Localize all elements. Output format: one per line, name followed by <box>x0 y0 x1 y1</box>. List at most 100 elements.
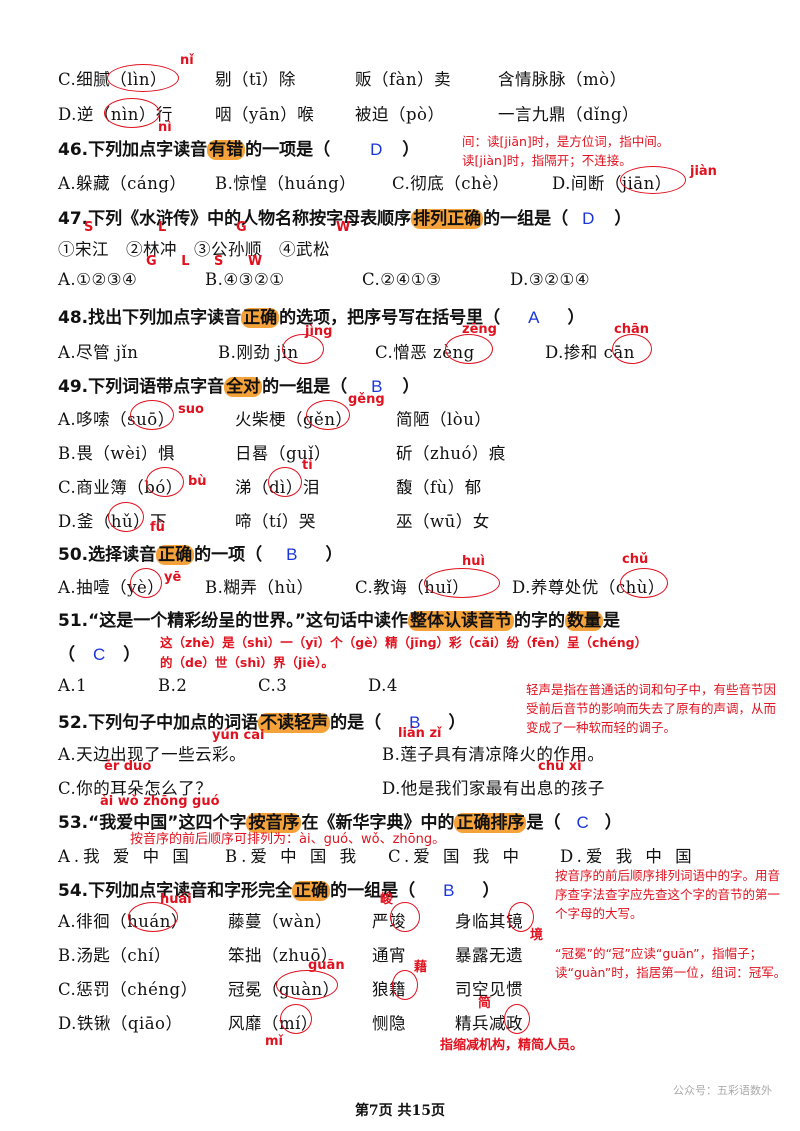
circle-mark <box>128 902 178 932</box>
q48-option-b: B.刚劲 jìn <box>218 343 299 362</box>
q54-row-a-4: 身临其镜 <box>455 912 523 931</box>
circle-mark <box>424 568 500 598</box>
note-ni: nǐ <box>180 53 194 68</box>
q54-row-b-4: 暴露无遗 <box>455 946 523 965</box>
q54-row-d-1: D.铁锹（qiāo） <box>58 1014 183 1033</box>
q53-pinyin: ài wǒ zhōng guó <box>100 794 220 809</box>
q54-row-b-3: 通宵 <box>372 946 406 965</box>
q46-note2: 读[jiàn]时，指隔开；不连接。 <box>462 153 632 168</box>
q53-note: 按音序的前后顺序可排列为：ài、guó、wǒ、zhōng。 <box>130 832 446 847</box>
q48-note-zeng: zēng <box>462 322 497 337</box>
q47-option-d: D.③②①④ <box>510 270 591 289</box>
q52-note-chuxi: chū xi <box>538 759 582 774</box>
q49-row-a-3: 简陋（lòu） <box>396 410 492 429</box>
circle-mark <box>390 902 420 932</box>
q52-note-erduo: ěr duo <box>104 759 152 774</box>
q49-note-geng: gěng <box>348 392 385 407</box>
q47-option-a: A.①②③④ <box>58 270 138 289</box>
q51-answer-line: （C） <box>58 645 141 665</box>
circle-mark <box>104 98 160 128</box>
circle-mark <box>620 166 686 194</box>
q54-note-jian: 简 <box>478 996 492 1011</box>
q52-option-d: D.他是我们家最有出息的孩子 <box>382 779 605 798</box>
q52-title: 52.下列句子中加点的词语不读轻声的是（B） <box>58 713 466 733</box>
q49-row-b-2: 日晷（guǐ） <box>235 444 331 463</box>
q50-note-hui: huì <box>462 554 485 569</box>
circle-mark <box>445 334 493 364</box>
line-d-item4: 一言九鼎（dǐng） <box>498 105 640 124</box>
circle-mark <box>280 1004 312 1034</box>
q51-note2: 的（de）世（shì）界（jiè）。 <box>160 655 334 670</box>
line-d-item3: 被迫（pò） <box>355 105 445 124</box>
q47-letters-order: G L S W <box>146 254 273 269</box>
q49-title: 49.下列词语带点字音全对的一组是（B） <box>58 377 420 397</box>
q46-option-c: C.彻底（chè） <box>392 174 510 193</box>
circle-mark <box>268 467 302 497</box>
q49-note-ti: tì <box>302 458 313 473</box>
circle-mark <box>306 400 350 430</box>
q48-option-a: A.尽管 jǐn <box>58 343 139 362</box>
q50-option-b: B.糊弄（hù） <box>205 578 314 597</box>
q47-option-c: C.②④①③ <box>362 270 442 289</box>
q52-answer: B <box>409 713 421 732</box>
q46-answer: D <box>370 140 383 159</box>
q47-letter-w: W <box>336 220 351 235</box>
circle-mark <box>508 902 534 932</box>
q49-row-c-3: 馥（fù）郁 <box>396 478 482 497</box>
q53-title: 53.“我爱中国”这四个字按音序在《新华字典》中的正确排序是（C） <box>58 813 622 833</box>
circle-mark <box>107 64 179 92</box>
q50-answer: B <box>286 545 298 564</box>
q54-side-note3: 指缩减机构，精简人员。 <box>440 1038 584 1053</box>
q48-note-chan: chān <box>614 322 649 337</box>
circle-mark <box>392 970 418 1000</box>
q54-note-jun: 峻 <box>380 892 394 907</box>
q53-option-b: B.爱 中 国 我 <box>225 847 361 866</box>
q49-row-b-1: B.畏（wèi）惧 <box>58 444 176 463</box>
q54-row-b-1: B.汤匙（chí） <box>58 946 172 965</box>
q52-option-c: C.你的耳朵怎么了？ <box>58 779 213 798</box>
q50-title: 50.选择读音正确的一项（B） <box>58 545 343 565</box>
q53-option-c: C.爱 国 我 中 <box>388 847 524 866</box>
q53-answer: C <box>576 813 589 832</box>
q47-title: 47.下列《水浒传》中的人物名称按字母表顺序排列正确的一组是（D） <box>58 209 632 229</box>
q49-row-d-3: 巫（wū）女 <box>396 512 490 531</box>
circle-mark <box>612 334 652 364</box>
q53-option-d: D.爱 我 中 国 <box>560 847 696 866</box>
q47-letter-s: S <box>84 220 94 235</box>
circle-mark <box>108 502 144 532</box>
q54-side-note2: “冠冕”的“冠”应读“guān”，指帽子；读“guàn”时，指居第一位，组词：冠… <box>555 946 787 980</box>
q49-row-d-2: 啼（tí）哭 <box>235 512 316 531</box>
q47-names: ①宋江 ②林冲 ③公孙顺 ④武松 <box>58 240 330 259</box>
circle-mark <box>620 568 668 598</box>
note-ni2: nì <box>158 120 172 135</box>
q48-answer: A <box>528 308 540 327</box>
q49-note-bu: bù <box>188 474 207 489</box>
q52-note-lianzi: lián zǐ <box>398 726 442 741</box>
circle-mark <box>130 400 174 430</box>
q54-title: 54.下列加点字读音和字形完全正确的一组是（B） <box>58 881 500 901</box>
q54-answer: B <box>443 881 455 900</box>
circle-mark <box>504 1004 530 1034</box>
q49-note-fu: fǔ <box>150 520 165 535</box>
q50-note-ye: yē <box>164 570 182 585</box>
q51-answer: C <box>93 645 106 664</box>
q49-answer: B <box>371 377 383 396</box>
q51-option-a: A.1 <box>58 676 88 695</box>
circle-mark <box>146 467 184 497</box>
q54-note-ji: 藉 <box>414 960 428 975</box>
page-footer: 第7页 共15页 <box>354 1103 446 1119</box>
q47-answer: D <box>582 209 595 228</box>
q54-note-jing: 境 <box>530 928 544 943</box>
watermark: 公众号：五彩语数外 <box>673 1084 772 1097</box>
q53-option-a: A.我 爱 中 国 <box>58 847 193 866</box>
q54-note-huai: huái <box>160 892 192 907</box>
q54-note-mi: mǐ <box>265 1034 284 1049</box>
q51-option-d: D.4 <box>368 676 398 695</box>
line-c-item2: 剔（tī）除 <box>215 70 296 89</box>
q54-row-b-2: 笨拙（zhuō） <box>228 946 338 965</box>
line-c-item3: 贩（fàn）卖 <box>355 70 452 89</box>
q51-note1: 这（zhè）是（shì）一（yī）个（gè）精（jīng）彩（cǎi）纷（fēn… <box>160 635 648 650</box>
line-c-item4: 含情脉脉（mò） <box>498 70 627 89</box>
q47-option-b: B.④③②① <box>205 270 285 289</box>
q47-letter-l: L <box>158 220 167 235</box>
